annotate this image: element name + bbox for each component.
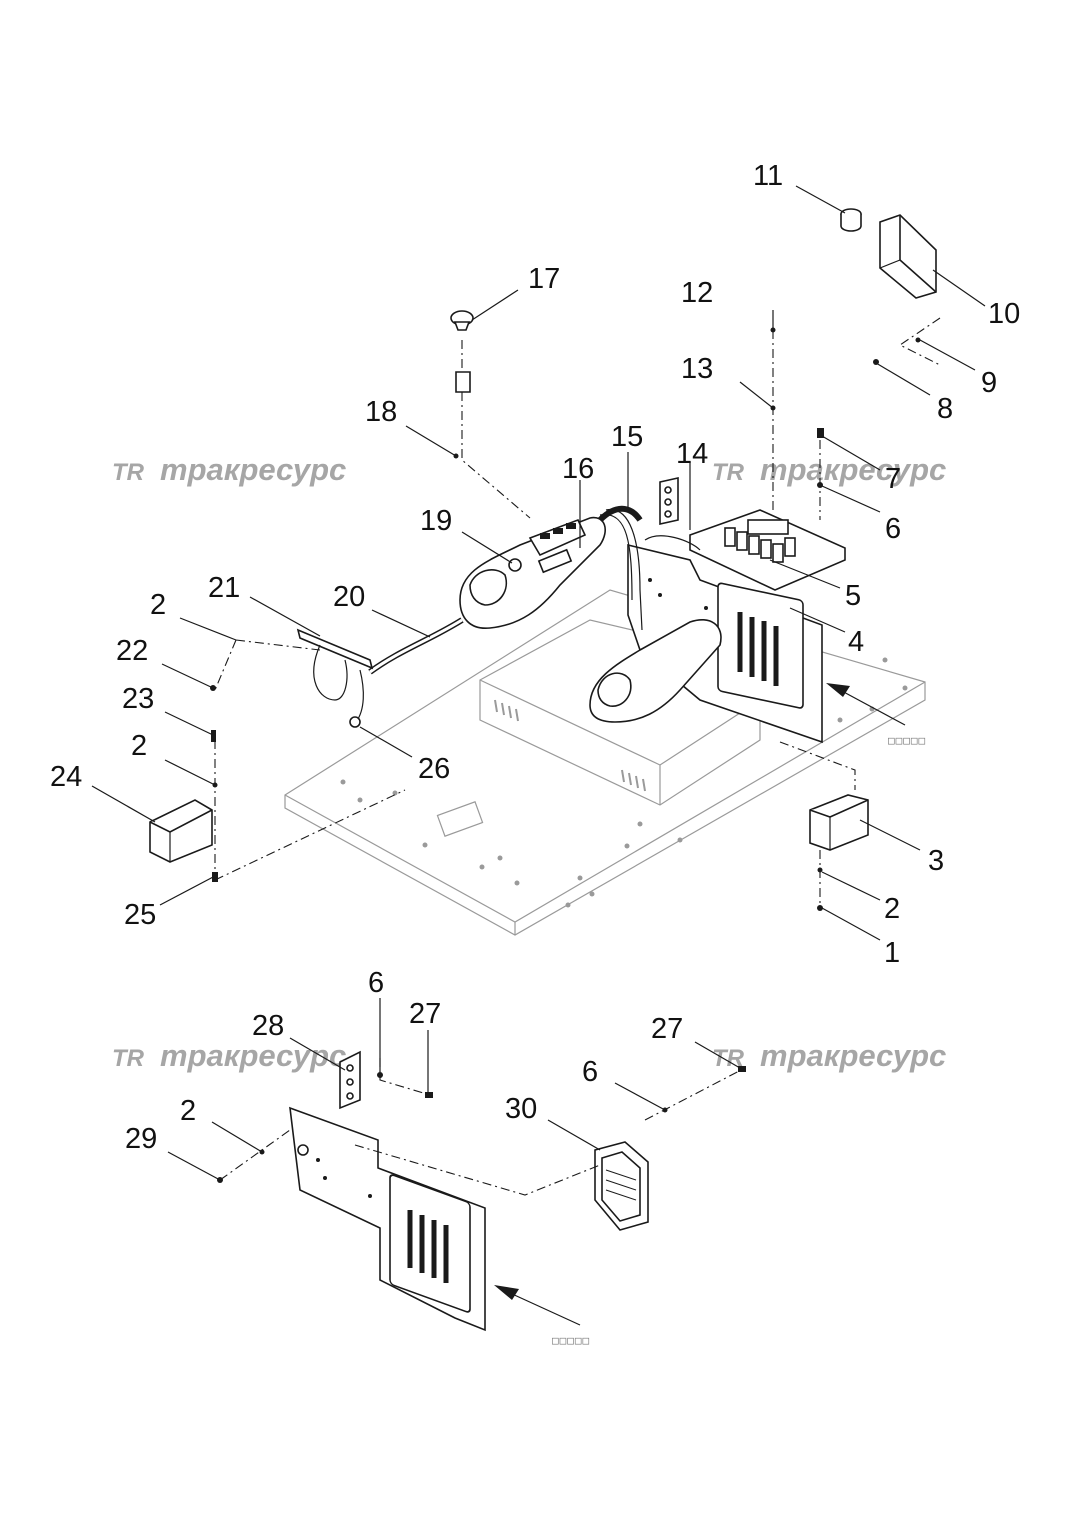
cover-10 (879, 214, 937, 299)
relay-panel-5 (689, 509, 846, 591)
callout-numbers: 11 10 9 8 7 6 5 4 3 2 1 12 13 14 15 16 1… (50, 160, 1020, 1155)
watermark-2: TR тракресурс (712, 452, 946, 487)
callout-30: 30 (505, 1093, 537, 1125)
clip-28 (339, 1050, 361, 1110)
callout-16: 16 (562, 453, 594, 485)
callout-27: 27 (409, 998, 441, 1030)
watermark-logo: TR (112, 1045, 145, 1072)
callout-2: 2 (150, 589, 166, 621)
cable-20b (597, 505, 643, 523)
callout-8: 8 (937, 393, 953, 425)
callout-5: 5 (845, 580, 861, 612)
callout-6: 6 (368, 967, 384, 999)
bracket-18 (455, 371, 471, 393)
view-arrow-upper: □□□□□ (826, 683, 926, 747)
callout-28: 28 (252, 1010, 284, 1042)
callout-2: 2 (884, 893, 900, 925)
armrest-lower (589, 619, 722, 723)
callout-1: 1 (884, 937, 900, 969)
callout-10: 10 (988, 298, 1020, 330)
view-mark: □□□□□ (888, 734, 926, 747)
view-mark: □□□□□ (552, 1334, 590, 1347)
callout-6: 6 (582, 1056, 598, 1088)
side-panel-lower (289, 1106, 486, 1332)
callout-15: 15 (611, 421, 643, 453)
watermark-text: тракресурс (160, 452, 346, 487)
knob-17 (450, 310, 474, 331)
callout-19: 19 (420, 505, 452, 537)
callout-7: 7 (885, 463, 901, 495)
fasteners (210, 327, 921, 1183)
watermark-logo: TR (112, 459, 145, 486)
controller-30 (594, 1141, 649, 1231)
callout-2: 2 (180, 1095, 196, 1127)
callout-12: 12 (681, 277, 713, 309)
callout-17: 17 (528, 263, 560, 295)
bracket-21 (296, 628, 374, 728)
clip-14 (659, 477, 679, 525)
console-base (479, 619, 761, 806)
callout-27: 27 (651, 1013, 683, 1045)
callout-6: 6 (885, 513, 901, 545)
watermark-3: TR тракресурс (112, 1038, 346, 1073)
callout-24: 24 (50, 761, 82, 793)
callout-leaders (91, 185, 986, 1181)
assembly-lines (214, 317, 941, 1196)
callout-9: 9 (981, 367, 997, 399)
callout-18: 18 (365, 396, 397, 428)
watermark-text: тракресурс (760, 452, 946, 487)
callout-14: 14 (676, 438, 708, 470)
callout-22: 22 (116, 635, 148, 667)
callout-29: 29 (125, 1123, 157, 1155)
cap-11 (840, 208, 862, 232)
callout-21: 21 (208, 572, 240, 604)
base-plate (284, 589, 926, 936)
callout-25: 25 (124, 899, 156, 931)
watermark-text: тракресурс (760, 1038, 946, 1073)
callout-11: 11 (753, 160, 783, 192)
armrest-control-19 (459, 516, 606, 629)
watermark-text: тракресурс (160, 1038, 346, 1073)
callout-23: 23 (122, 683, 154, 715)
watermark-logo: TR (712, 459, 745, 486)
callout-3: 3 (928, 845, 944, 877)
box-3 (809, 794, 869, 851)
callout-13: 13 (681, 353, 713, 385)
watermark-4: TR тракресурс (712, 1038, 946, 1073)
view-arrow-lower: □□□□□ (494, 1285, 590, 1347)
side-panel-4 (627, 543, 823, 744)
callout-26: 26 (418, 753, 450, 785)
callout-2: 2 (131, 730, 147, 762)
watermark-1: TR тракресурс (112, 452, 346, 487)
pedal-24 (149, 799, 213, 863)
callout-20: 20 (333, 581, 365, 613)
callout-4: 4 (848, 626, 864, 658)
